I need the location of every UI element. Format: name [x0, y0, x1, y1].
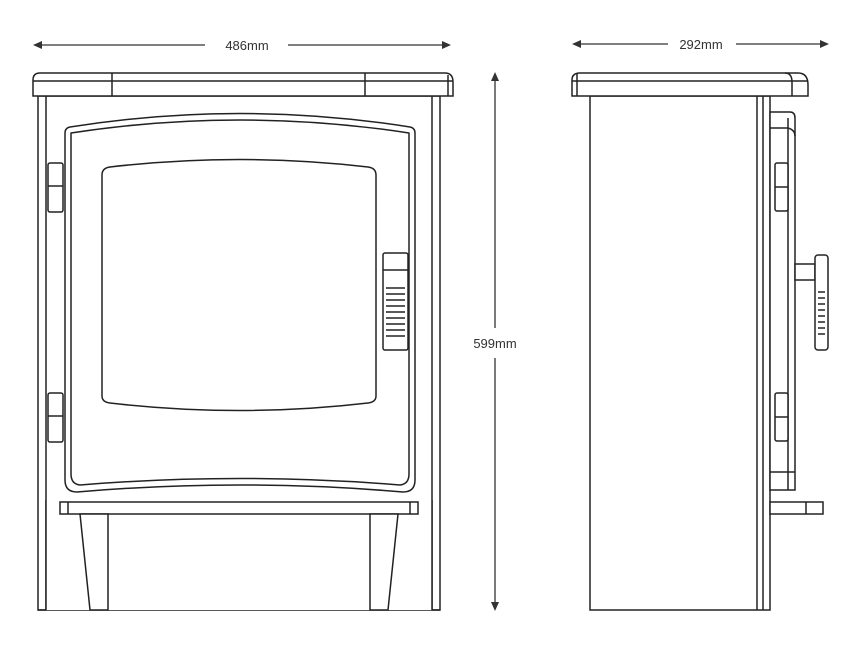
front-view [32, 72, 454, 611]
side-top-slab [571, 72, 809, 97]
side-base-plinth [769, 501, 824, 515]
hinge-top [47, 162, 64, 213]
door-glass [101, 158, 377, 412]
depth-dimension: 292mm [572, 37, 829, 52]
left-leg [79, 513, 109, 611]
depth-label: 292mm [679, 37, 722, 52]
width-label: 486mm [225, 38, 268, 53]
height-label: 599mm [473, 336, 516, 351]
hinge-bottom [47, 392, 64, 443]
right-leg [369, 513, 399, 611]
base-plinth [59, 501, 419, 515]
door [64, 112, 416, 493]
side-handle [794, 254, 829, 351]
side-view [571, 72, 829, 611]
width-dimension: 486mm [33, 38, 451, 53]
height-dimension: 599mm [473, 72, 517, 611]
door-handle [382, 252, 409, 351]
top-slab [32, 72, 454, 97]
